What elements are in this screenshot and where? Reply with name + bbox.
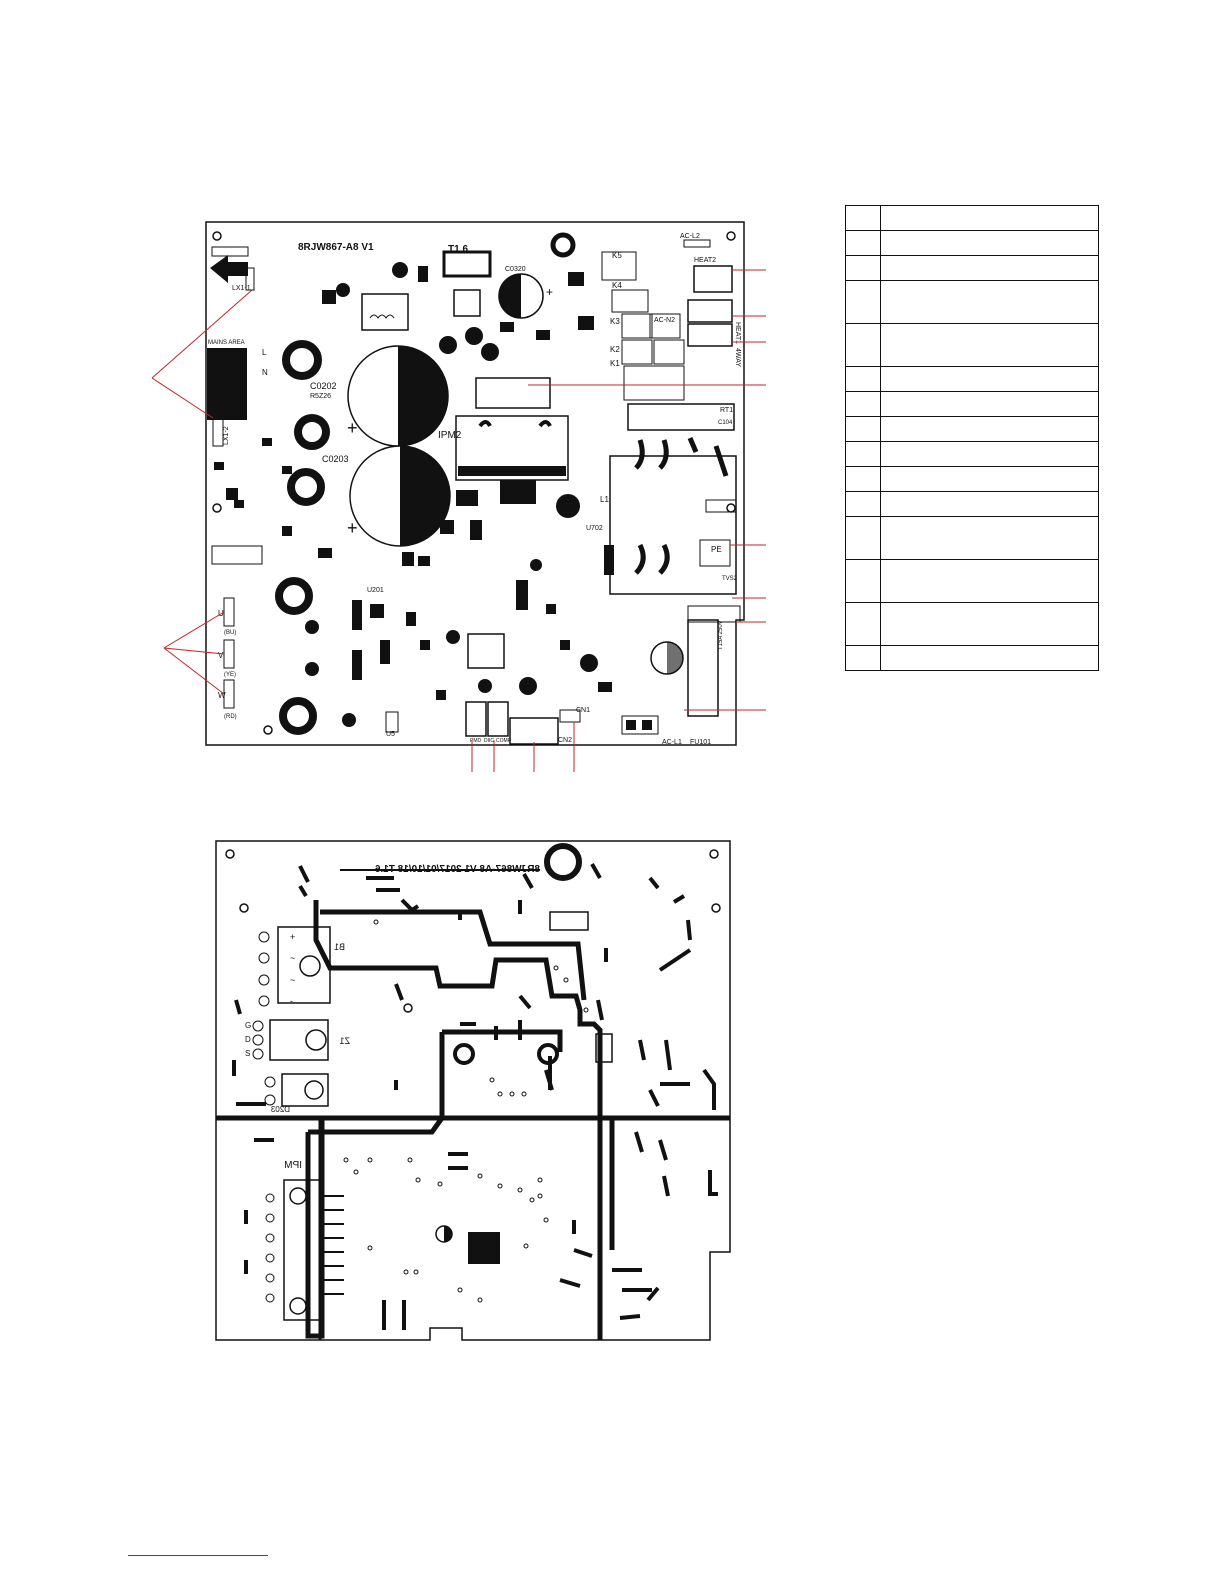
- terminal-l: L: [262, 348, 267, 357]
- board-outline: [205, 221, 745, 746]
- fuse-rating: T15A 250V: [718, 620, 724, 650]
- legend-table: [845, 205, 1099, 671]
- heat2-label: HEAT2: [694, 257, 716, 264]
- mains-area-label: MAINS AREA: [208, 340, 245, 346]
- pe-label: PE: [711, 545, 722, 554]
- phase-v-color: (YE): [224, 672, 236, 678]
- u5-label: U5: [386, 731, 395, 738]
- l1-label: L1: [600, 495, 609, 504]
- footer-rule: [128, 1555, 268, 1556]
- board-id-top: 8RJW867-A8 V1: [298, 242, 374, 253]
- z1-pin-s: S: [245, 1049, 250, 1058]
- board-outline-bottom: [215, 840, 731, 1341]
- transformer-label: T1.6: [448, 244, 468, 255]
- relay-k2: K2: [610, 345, 620, 354]
- ipm2-label: IPM2: [438, 430, 462, 441]
- heat1-label: HEAT1: [734, 322, 741, 344]
- phase-w-color: (RD): [224, 714, 237, 720]
- callout-lines: [151, 269, 766, 772]
- legend-description-cell: [880, 205, 1099, 231]
- capacitor-c0203: [349, 445, 451, 547]
- phase-u-color: (BU): [224, 630, 236, 636]
- conn-comp: COMP: [496, 738, 512, 744]
- u201-label: U201: [367, 587, 384, 594]
- svg-text:+: +: [347, 518, 358, 538]
- legend-number-cell: [845, 205, 881, 231]
- rt1-label: RT1: [720, 407, 733, 414]
- component-side-diagram: MAINS AREA LX1-1 LX1-2 L N C0202 R5Z26 +…: [151, 221, 766, 772]
- phase-v: V: [218, 651, 224, 660]
- ac-l1-label: AC-L1: [662, 739, 682, 746]
- z1-label: Z1: [339, 1036, 350, 1046]
- u702-label: U702: [586, 525, 603, 532]
- z1-pin-d: D: [245, 1035, 251, 1044]
- solder-side-diagram: 8RJW867-A8 V1 2017/01/10/18 T1.6 + ~ ~ -…: [215, 840, 731, 1341]
- c104-label: C104: [718, 420, 733, 426]
- fu101-label: FU101: [690, 739, 711, 746]
- svg-text:+: +: [347, 418, 358, 438]
- conn-cn1: CN1: [576, 707, 590, 714]
- svg-text:+: +: [546, 285, 553, 299]
- c0320-label: C0320: [505, 266, 526, 273]
- terminal-n: N: [262, 368, 268, 377]
- relay-k3: K3: [610, 317, 620, 326]
- bridge-pin-minus: -: [290, 996, 293, 1006]
- relay-k4: K4: [612, 281, 622, 290]
- phase-w: W: [218, 691, 226, 700]
- conn-diic: DIIC: [484, 738, 494, 744]
- z1-pin-g: G: [245, 1021, 251, 1030]
- ac-n2-label: AC-N2: [654, 317, 675, 324]
- bridge-label: B1: [334, 942, 345, 952]
- conn-cn2: CN2: [558, 737, 572, 744]
- capacitor-c0320: [498, 273, 544, 319]
- relay-k1: K1: [610, 359, 620, 368]
- relay-k5: K5: [612, 251, 622, 260]
- c0202-label: C0202: [310, 381, 337, 391]
- ac-l2-label: AC-L2: [680, 233, 700, 240]
- c0203-label: C0203: [322, 454, 349, 464]
- bridge-pin-ac1: ~: [290, 953, 295, 963]
- conn-pmd: PMD: [470, 738, 482, 744]
- bridge-pin-ac2: ~: [290, 975, 295, 985]
- ipm-label: IPM: [284, 1160, 302, 1171]
- capacitor-c0202: [347, 345, 449, 447]
- c0202-value: R5Z26: [310, 393, 331, 400]
- d203-label: D203: [270, 1105, 290, 1114]
- four-way-label: 4WAY: [734, 348, 741, 367]
- tvs2-label: TVS2: [722, 576, 738, 582]
- lx1-1-label: LX1-1: [232, 285, 251, 292]
- bridge-pin-plus: +: [290, 932, 295, 942]
- lx1-2-label: LX1-2: [223, 426, 230, 445]
